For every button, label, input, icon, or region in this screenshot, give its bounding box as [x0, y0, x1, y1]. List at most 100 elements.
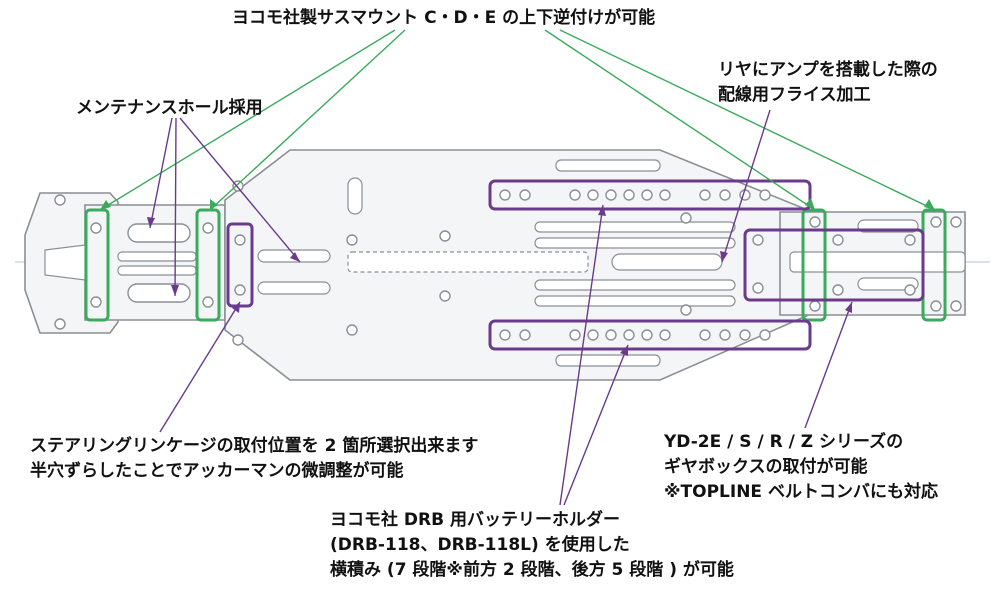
pointer-line: [559, 204, 604, 506]
pointer-line: [179, 117, 301, 263]
screw-hole: [90, 222, 102, 234]
screw-hole: [519, 189, 531, 201]
pointer-line: [559, 29, 936, 211]
screw-hole: [232, 180, 244, 192]
screw-hole: [439, 230, 451, 242]
screw-hole: [641, 329, 653, 341]
arrowhead: [620, 345, 628, 356]
label-line: (DRB-118、DRB-118L) を使用した: [330, 535, 630, 555]
arrowhead: [210, 199, 218, 210]
screw-hole: [950, 216, 962, 228]
battery-box-top: [488, 179, 812, 211]
screw-hole: [641, 189, 653, 201]
nose-cutout: [44, 244, 86, 281]
green-pointers: [99, 29, 936, 211]
pointer-line: [159, 301, 241, 433]
screw-hole: [752, 282, 764, 294]
label-line: 配線用フライス加工: [718, 85, 871, 105]
label-line: ヨコモ社製サスマウント C・D・E の上下逆付けが可能: [232, 8, 656, 28]
label-line: ステアリングリンケージの取付位置を 2 箇所選択出来ます: [30, 436, 479, 456]
label-line: ヨコモ社 DRB 用バッテリーホルダー: [330, 510, 620, 530]
battery-slot: [555, 159, 661, 172]
pointer-line: [721, 109, 771, 263]
screw-hole: [439, 290, 451, 302]
label-line: リヤにアンプを搭載した際の: [718, 60, 938, 80]
screw-hole: [719, 189, 731, 201]
pointer-line: [209, 29, 406, 211]
screw-hole: [587, 189, 599, 201]
label-line: 横積み (7 段階※前方 2 段階、後方 5 段階 ) が可能: [330, 560, 734, 580]
label-line: ギヤボックスの取付が可能: [664, 457, 868, 477]
gearbox-slot: [857, 277, 919, 291]
screw-hole: [739, 329, 751, 341]
purple-arrowheads: [147, 205, 852, 356]
screw-hole: [346, 234, 358, 246]
maintenance-hole: [127, 283, 191, 303]
arrowhead: [805, 198, 815, 210]
arrowhead: [147, 217, 155, 228]
screw-hole: [699, 329, 711, 341]
battery-slot: [555, 354, 661, 367]
screw-hole: [659, 329, 671, 341]
screw-hole: [202, 222, 214, 234]
screw-hole: [752, 234, 764, 246]
purple-pointers: [149, 109, 853, 506]
mount-box-c: [84, 208, 110, 322]
front-slot: [117, 251, 197, 262]
label-suspension-mount: ヨコモ社製サスマウント C・D・E の上下逆付けが可能: [232, 6, 655, 31]
pointer-line: [563, 344, 629, 506]
screw-hole: [202, 296, 214, 308]
pointer-line: [174, 117, 177, 297]
screw-hole: [930, 216, 942, 228]
screw-hole: [759, 189, 771, 201]
label-line: ※TOPLINE ベルトコンバにも対応: [664, 482, 938, 502]
pointer-line: [99, 29, 396, 211]
mount-box-d: [195, 208, 221, 322]
label-line: YD-2E / S / R / Z シリーズの: [664, 432, 904, 452]
screw-hole: [950, 300, 962, 312]
screw-hole: [519, 329, 531, 341]
battery-slot: [534, 221, 736, 233]
screw-hole: [680, 212, 692, 224]
battery-slot: [534, 295, 736, 307]
screw-hole: [623, 189, 635, 201]
pointer-line: [804, 301, 853, 429]
steering-box: [226, 222, 254, 308]
gearbox-slot: [789, 251, 966, 273]
battery-box-bottom: [488, 319, 812, 351]
battery-slot: [534, 279, 736, 291]
screw-hole: [699, 189, 711, 201]
arrowhead: [290, 252, 300, 262]
center-long-slot: [347, 251, 589, 273]
screw-hole: [623, 329, 635, 341]
screw-hole: [499, 329, 511, 341]
screw-hole: [659, 189, 671, 201]
screw-hole: [569, 329, 581, 341]
pointer-line: [544, 29, 816, 211]
screw-hole: [809, 216, 821, 228]
label-rear-amp: リヤにアンプを搭載した際の 配線用フライス加工: [718, 58, 938, 108]
screw-hole: [832, 284, 844, 296]
screw-hole: [680, 304, 692, 316]
gearbox-box: [743, 228, 925, 302]
center-long-slot-rear: [611, 253, 723, 271]
screw-hole: [605, 189, 617, 201]
screw-hole: [719, 329, 731, 341]
screw-hole: [346, 324, 358, 336]
label-steering-linkage: ステアリングリンケージの取付位置を 2 箇所選択出来ます 半穴ずらしたことでアッ…: [30, 434, 478, 484]
arrowhead: [720, 251, 728, 262]
screw-hole: [232, 334, 244, 346]
screw-hole: [904, 284, 916, 296]
screw-hole: [904, 234, 916, 246]
purple-feature-boxes: [226, 179, 925, 351]
steering-slot: [257, 281, 331, 295]
arrowhead: [598, 205, 606, 216]
maintenance-hole: [127, 223, 191, 243]
screw-hole: [234, 284, 246, 296]
screw-hole: [832, 234, 844, 246]
front-slot: [117, 265, 197, 276]
arrowhead: [232, 302, 240, 313]
label-line: メンテナンスホール採用: [76, 98, 263, 118]
screw-hole: [587, 329, 599, 341]
